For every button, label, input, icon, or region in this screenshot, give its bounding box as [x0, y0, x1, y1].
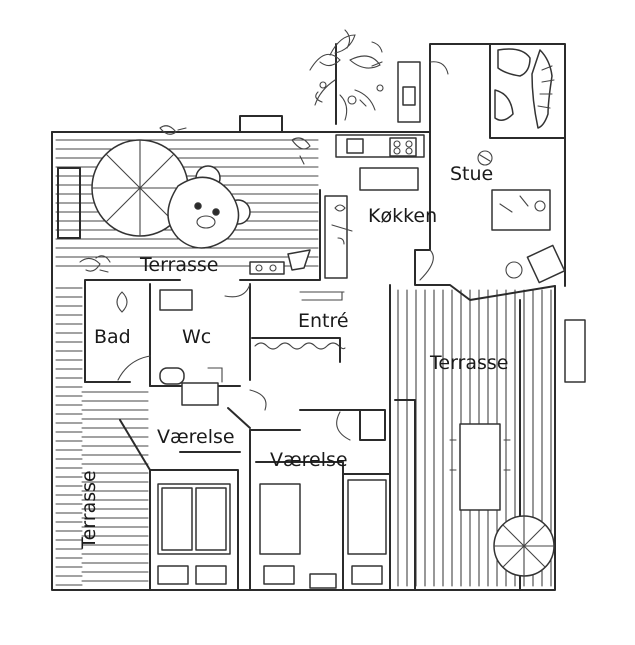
room-label-terrasse-top: Terrasse	[140, 254, 219, 276]
door-swings	[117, 61, 449, 441]
room-label-entre: Entré	[298, 310, 349, 332]
room-label-vaerelse-2: Værelse	[270, 449, 348, 471]
dining-terrace-furniture	[449, 423, 555, 577]
living-furniture	[491, 48, 586, 383]
room-label-terrasse-right: Terrasse	[430, 352, 509, 374]
left-terrace-deck	[55, 287, 149, 586]
bear-mat	[167, 165, 251, 249]
entrance-rail	[251, 337, 341, 363]
bedroom-furniture	[157, 479, 387, 589]
room-label-kokken: Køkken	[368, 205, 438, 227]
room-label-bad: Bad	[94, 326, 131, 348]
kitchen-fittings	[324, 61, 493, 279]
room-label-stue: Stue	[450, 163, 494, 185]
terrace-items	[79, 125, 345, 406]
entrance-curtain	[254, 342, 346, 350]
room-label-vaerelse-1: Værelse	[157, 426, 235, 448]
room-label-terrasse-left: Terrasse	[77, 470, 100, 549]
room-label-wc: Wc	[182, 326, 212, 348]
plant-cluster	[309, 29, 384, 121]
